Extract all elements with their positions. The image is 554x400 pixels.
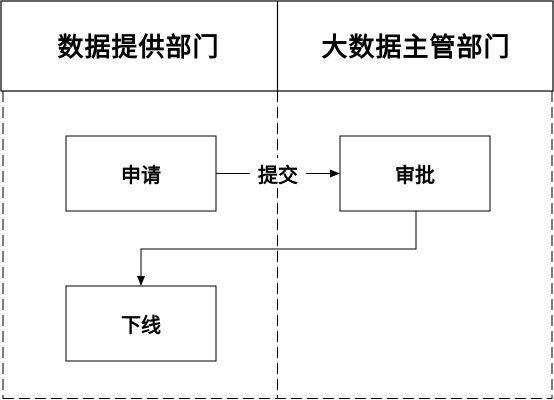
lane-title-bigdata-authority: 大数据主管部门 bbox=[321, 33, 511, 63]
submit-edge-label: 提交 bbox=[250, 158, 306, 188]
offline-node-box bbox=[65, 285, 217, 362]
lane-title-data-provider: 数据提供部门 bbox=[57, 33, 220, 63]
offline-node: 下线 bbox=[121, 313, 161, 337]
apply-node: 申请 bbox=[121, 163, 161, 187]
apply-node-box bbox=[65, 135, 217, 212]
return-arrow bbox=[137, 211, 417, 286]
approve-node-box bbox=[339, 135, 491, 212]
approve-node: 审批 bbox=[395, 163, 435, 187]
